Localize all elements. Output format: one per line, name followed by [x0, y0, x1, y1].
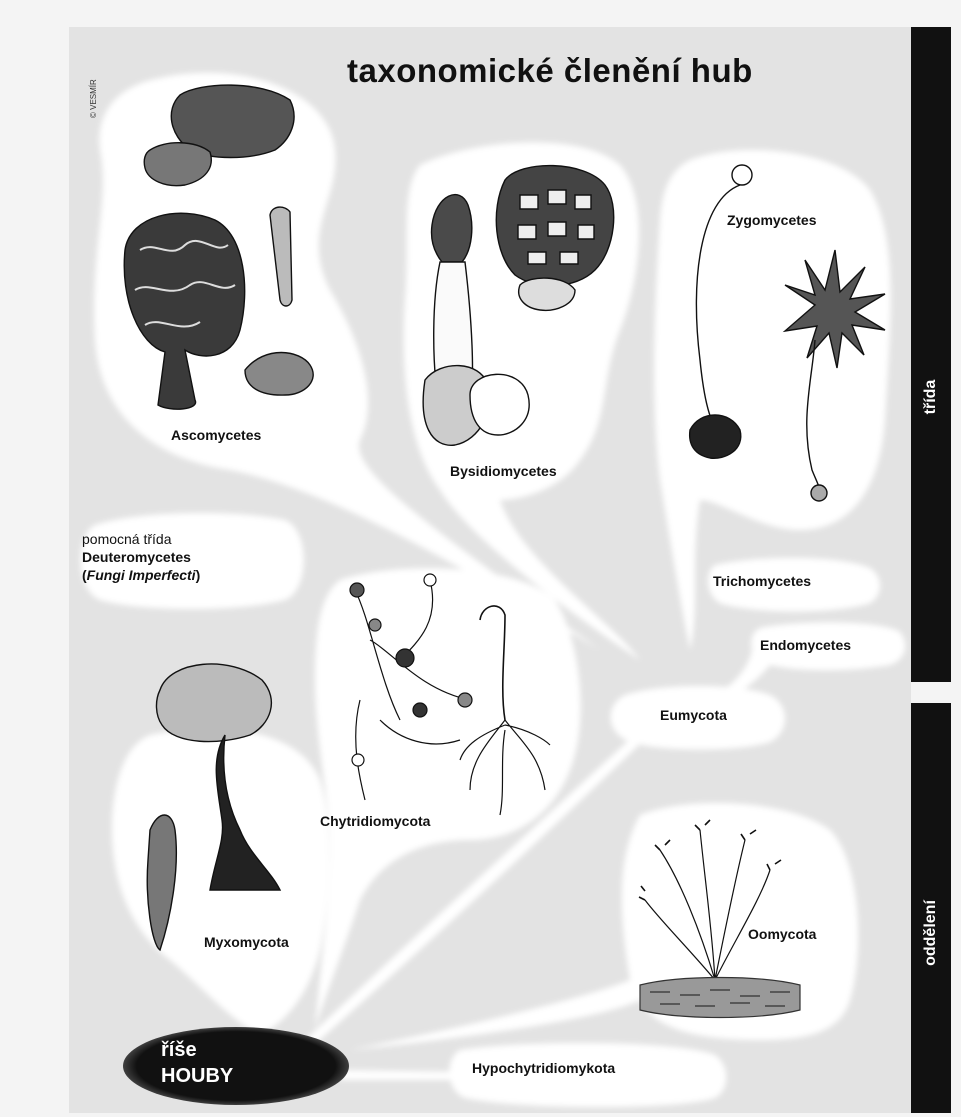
chytrid-sporangium-7	[352, 754, 364, 766]
bubble-chytridiomycota	[315, 568, 581, 1030]
kingdom-ellipse	[121, 1025, 352, 1107]
chytrid-sporangium-4	[369, 619, 381, 631]
taxon-trichomycetes: Trichomycetes	[713, 573, 811, 589]
taxon-myxomycota: Myxomycota	[204, 934, 289, 950]
kingdom-label-line2: HOUBY	[161, 1065, 233, 1088]
rank-label-class: třída	[922, 380, 940, 415]
rank-divider	[911, 682, 951, 703]
kingdom-label-line1: říše	[161, 1039, 197, 1062]
auxiliary-class-name: Deuteromycetes	[82, 548, 200, 566]
taxon-eumycota: Eumycota	[660, 707, 727, 723]
alt-close-paren: )	[196, 567, 201, 583]
slime-mold-head	[156, 664, 271, 742]
chytrid-sporangium-6	[413, 703, 427, 717]
taxon-basidiomycetes: Bysidiomycetes	[450, 463, 557, 479]
rank-bar-division: oddělení	[911, 703, 951, 1113]
credit-line: © VESMÍR	[89, 79, 98, 118]
rank-bar-class: třída	[911, 27, 951, 682]
auxiliary-class-alt: (Fungi Imperfecti)	[82, 566, 200, 584]
chytrid-sporangium-1	[350, 583, 364, 597]
sporangium	[732, 165, 752, 185]
mold-spore	[811, 485, 827, 501]
chytrid-sporangium-5	[458, 693, 472, 707]
chytrid-sporangium-3	[396, 649, 414, 667]
auxiliary-class-label: pomocná třída Deuteromycetes (Fungi Impe…	[82, 530, 200, 584]
taxon-zygomycetes: Zygomycetes	[727, 212, 816, 228]
auxiliary-class-prefix: pomocná třída	[82, 530, 200, 548]
kingdom-node: říše HOUBY	[121, 1025, 352, 1107]
oomycete-substrate	[640, 978, 800, 1018]
taxon-hypochytridiomykota: Hypochytridiomykota	[472, 1060, 615, 1076]
diagram-title: taxonomické členění hub	[347, 52, 753, 90]
rank-label-division: oddělení	[922, 900, 940, 966]
rank-sidebar: třída oddělení	[911, 27, 951, 1113]
alt-name: Fungi Imperfecti	[87, 567, 196, 583]
zygospore	[690, 415, 741, 458]
chytrid-sporangium-2	[424, 574, 436, 586]
taxon-oomycota: Oomycota	[748, 926, 816, 942]
taxon-endomycetes: Endomycetes	[760, 637, 851, 653]
taxon-ascomycetes: Ascomycetes	[171, 427, 261, 443]
taxon-chytridiomycota: Chytridiomycota	[320, 813, 430, 829]
egg-cross-section	[470, 374, 529, 435]
